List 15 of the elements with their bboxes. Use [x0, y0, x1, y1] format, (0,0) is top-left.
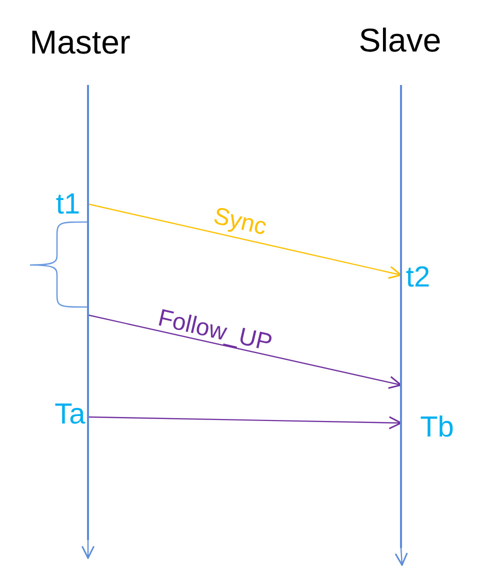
arrow	[81, 540, 95, 559]
participant-label: Master	[30, 26, 130, 58]
timestamp-label: t2	[406, 264, 430, 292]
edge-label: Sync	[211, 204, 269, 240]
arrow	[394, 548, 408, 566]
lifeline	[400, 85, 402, 548]
edge-label: Follow_UP	[156, 306, 274, 356]
timestamp-label: Tb	[420, 414, 454, 442]
participant-label: Slave	[358, 24, 442, 56]
lifeline	[87, 85, 89, 540]
arrow	[88, 203, 402, 279]
timestamp-label: Ta	[54, 400, 86, 430]
arrow	[88, 314, 402, 389]
arrow	[88, 416, 402, 430]
timestamp-label: t1	[56, 190, 80, 220]
